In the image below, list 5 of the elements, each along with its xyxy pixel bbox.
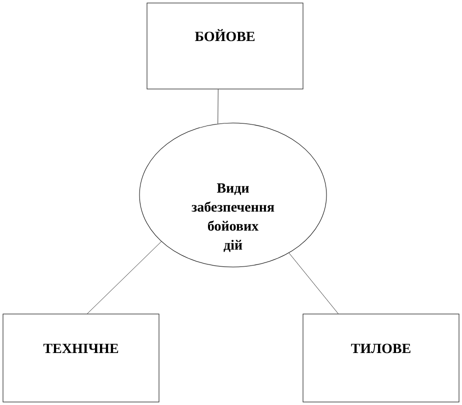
category-box: ТЕХНІЧНЕ [2, 314, 160, 402]
category-box: БОЙОВЕ [146, 2, 304, 90]
connector-line [87, 241, 162, 314]
connector-line [288, 252, 338, 314]
category-box: ТИЛОВЕ [302, 314, 460, 402]
